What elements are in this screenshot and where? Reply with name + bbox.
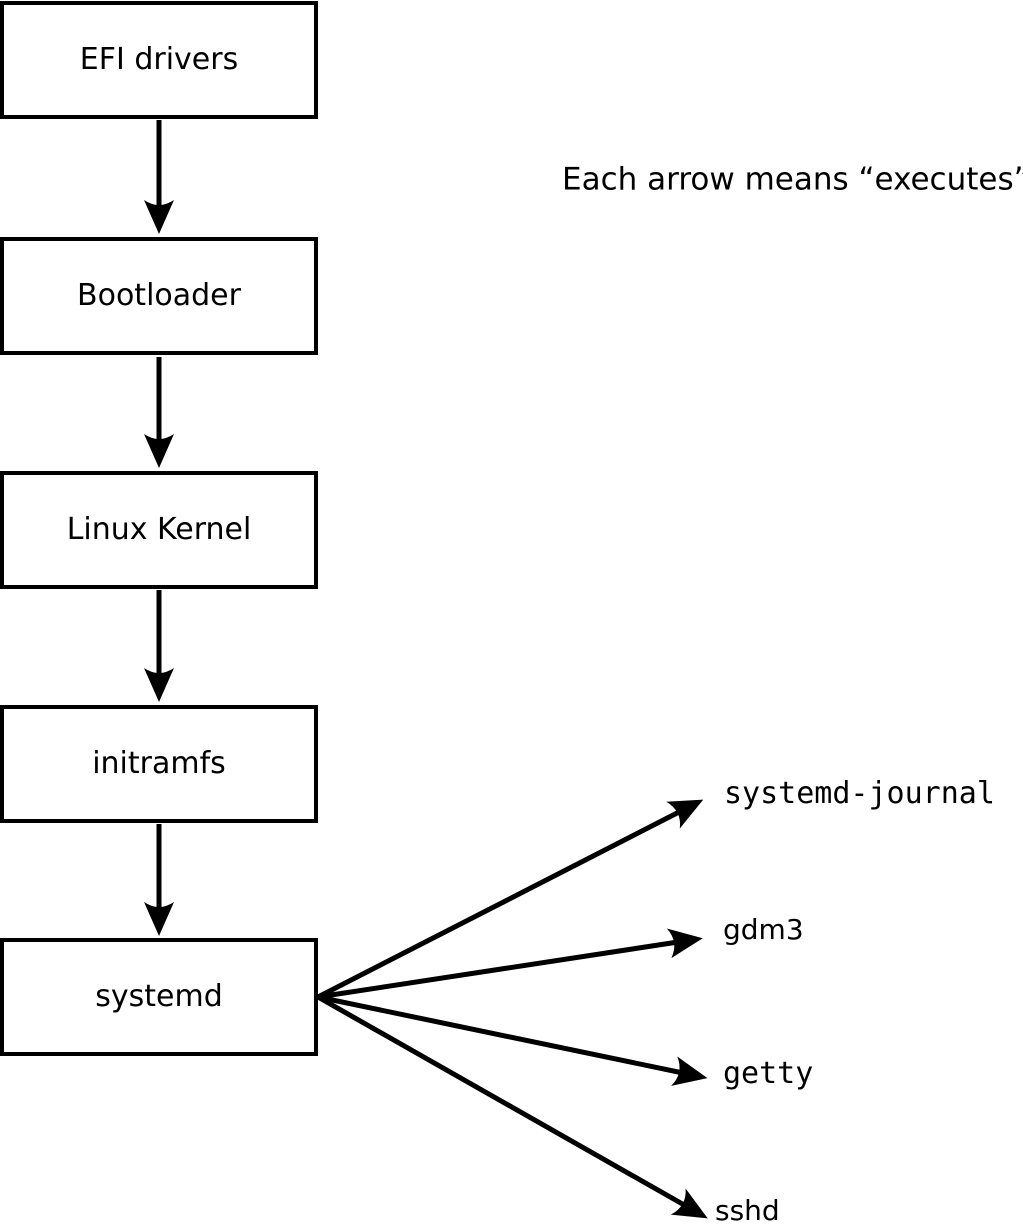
box-efi-drivers: EFI drivers bbox=[0, 1, 318, 119]
arrow-legend-text: Each arrow means “executes”. bbox=[562, 161, 1023, 198]
box-label-systemd: systemd bbox=[95, 979, 223, 1014]
box-systemd: systemd bbox=[0, 938, 318, 1056]
box-label-bootloader: Bootloader bbox=[77, 278, 241, 313]
box-initramfs: initramfs bbox=[0, 705, 318, 823]
box-label-efi-drivers: EFI drivers bbox=[79, 42, 239, 77]
spawned-label-sshd: sshd bbox=[715, 1194, 780, 1227]
spawned-label-gdm3: gdm3 bbox=[723, 913, 804, 946]
spawned-label-getty: getty bbox=[723, 1056, 814, 1091]
box-label-linux-kernel: Linux Kernel bbox=[66, 512, 252, 547]
arrow-systemd-to-gdm3 bbox=[317, 928, 703, 1000]
arrow-systemd-to-systemd-journal bbox=[316, 799, 704, 1000]
box-linux-kernel: Linux Kernel bbox=[0, 471, 318, 589]
box-bootloader: Bootloader bbox=[0, 237, 318, 355]
box-label-initramfs: initramfs bbox=[92, 746, 226, 781]
arrow-systemd-to-getty bbox=[317, 994, 708, 1086]
arrow-systemd-to-sshd bbox=[316, 994, 708, 1219]
spawned-label-systemd-journal: systemd-journal bbox=[724, 776, 995, 811]
